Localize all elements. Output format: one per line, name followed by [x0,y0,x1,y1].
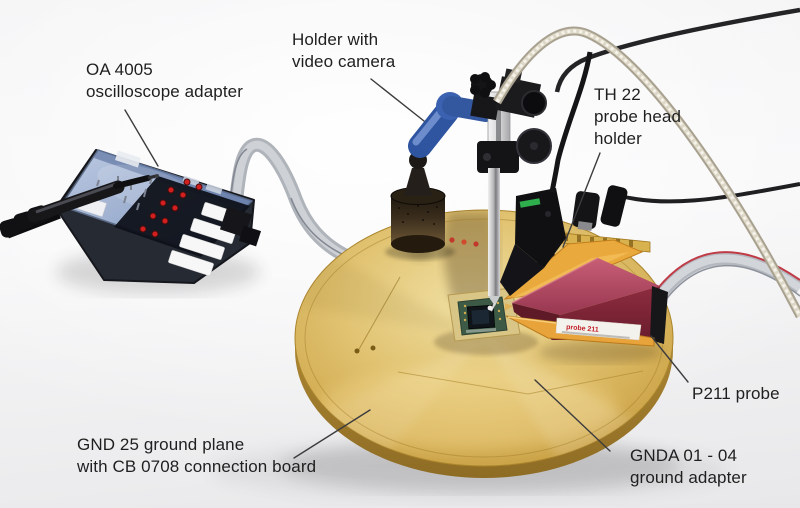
leader-holder [370,78,425,122]
annotation-line: ground adapter [630,468,747,487]
leader-gnd25 [293,409,371,459]
cables [493,7,800,319]
annotation-gnda: GNDA 01 - 04 ground adapter [630,445,747,489]
adapter-ribbon-cable [226,137,357,265]
oscilloscope-probe [0,174,159,239]
leader-th22 [562,152,601,248]
annotation-line: TH 22 [594,85,641,104]
leader-gnda [534,379,611,452]
probe-sticker: probe 211 [555,317,642,341]
leader-lines [124,78,689,459]
annotation-line: with CB 0708 connection board [77,457,317,476]
leader-oa4005 [124,109,159,167]
annotation-line: Holder with [292,30,379,49]
black-cable-top [554,7,800,93]
th22-probe-head-holder [477,128,552,312]
annotation-line: holder [594,129,642,148]
annotation-line: probe head [594,107,682,126]
annotation-th22: TH 22 probe head holder [594,84,681,150]
probe-rear-connector [650,286,668,344]
annotation-oa4005: OA 4005 oscilloscope adapter [86,59,243,103]
probe-sticker-text: probe 211 [566,324,599,334]
magnetic-base-weight [390,151,446,253]
annotation-line: GNDA 01 - 04 [630,446,738,465]
annotation-line: oscilloscope adapter [86,82,243,101]
dut-chip-board [447,287,521,342]
th22-probe-head [500,188,566,296]
annotation-p211: P211 probe [692,383,780,405]
red-leds [139,178,203,238]
annotation-holder: Holder with video camera [292,29,395,73]
leader-p211 [650,335,689,383]
probe-rod [488,168,500,296]
braided-cable [493,26,800,319]
annotation-gnd25: GND 25 ground plane with CB 0708 connect… [77,434,316,478]
p211-probe: probe 211 [503,239,668,347]
engraved-slots [354,276,644,395]
probe-head-cable [549,51,593,193]
annotation-line: GND 25 ground plane [77,435,245,454]
annotation-line: video camera [292,52,396,71]
annotation-line: OA 4005 [86,60,153,79]
annotation-line: P211 probe [692,384,780,403]
